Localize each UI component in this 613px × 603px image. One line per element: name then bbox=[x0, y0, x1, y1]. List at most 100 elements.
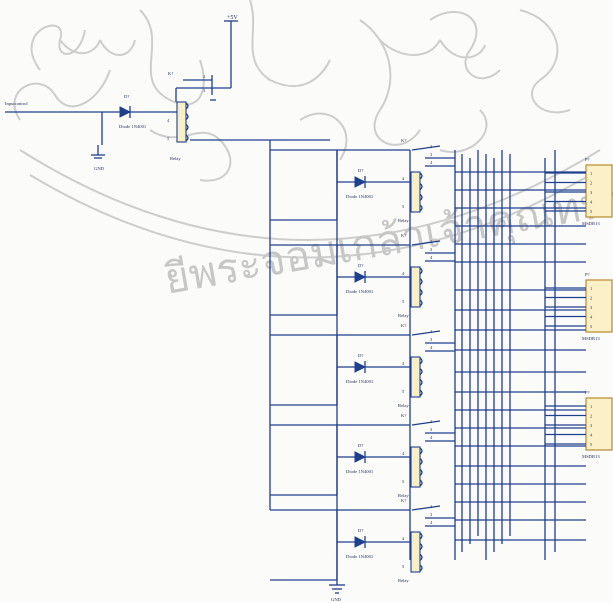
connector-part-3: MSDR13 bbox=[582, 454, 600, 459]
svg-text:4: 4 bbox=[402, 536, 405, 541]
svg-text:5: 5 bbox=[402, 564, 405, 569]
svg-text:4: 4 bbox=[430, 520, 433, 525]
supply-label: +5V bbox=[227, 15, 238, 21]
ground-label-top: GND bbox=[94, 166, 105, 171]
relay-label-3: Relay bbox=[398, 403, 409, 408]
svg-text:3: 3 bbox=[430, 337, 433, 342]
svg-text:K?: K? bbox=[401, 323, 406, 328]
svg-text:3: 3 bbox=[590, 190, 593, 195]
svg-text:3: 3 bbox=[430, 512, 433, 517]
relay-coil-1 bbox=[410, 171, 421, 213]
svg-text:5: 5 bbox=[402, 204, 405, 209]
diode-5 bbox=[354, 536, 367, 548]
svg-text:D?: D? bbox=[358, 263, 363, 268]
svg-text:4: 4 bbox=[402, 271, 405, 276]
svg-text:K?: K? bbox=[401, 138, 406, 143]
svg-text:2: 2 bbox=[430, 239, 432, 244]
svg-text:4: 4 bbox=[402, 361, 405, 366]
svg-text:2: 2 bbox=[430, 144, 432, 149]
input-label: Inputcontrol bbox=[5, 101, 28, 106]
ground-label-bottom: GND bbox=[331, 597, 342, 602]
interconnect-wiring bbox=[454, 150, 586, 560]
svg-text:5: 5 bbox=[402, 299, 405, 304]
relay-coil-5 bbox=[410, 531, 421, 573]
relay-top-label: Relay bbox=[170, 156, 181, 161]
svg-text:2: 2 bbox=[590, 414, 592, 419]
relay-coil-3 bbox=[410, 356, 421, 398]
diode-part-3: Diode 1N4001 bbox=[346, 379, 374, 384]
svg-text:4: 4 bbox=[430, 345, 433, 350]
svg-text:K?: K? bbox=[401, 498, 406, 503]
svg-text:3: 3 bbox=[590, 423, 593, 428]
svg-text:4: 4 bbox=[590, 200, 593, 205]
input-relay-section: +5V Inputcontrol GND K? D? Diode 1N4001Re… bbox=[5, 15, 330, 510]
svg-text:4: 4 bbox=[167, 118, 170, 123]
svg-text:4: 4 bbox=[590, 315, 593, 320]
svg-text:D?: D? bbox=[124, 94, 129, 99]
connector-body-2 bbox=[585, 279, 613, 333]
diode-top-part: Diode 1N4001 bbox=[119, 124, 147, 129]
svg-text:D?: D? bbox=[358, 353, 363, 358]
svg-text:5: 5 bbox=[167, 136, 170, 141]
svg-text:3: 3 bbox=[590, 305, 593, 310]
svg-text:2: 2 bbox=[590, 296, 592, 301]
diode-part-5: Diode 1N4001 bbox=[346, 554, 374, 559]
svg-text:P?: P? bbox=[585, 390, 590, 395]
svg-text:5: 5 bbox=[590, 209, 593, 214]
svg-text:5: 5 bbox=[590, 442, 593, 447]
svg-text:P?: P? bbox=[585, 272, 590, 277]
svg-text:K?: K? bbox=[401, 413, 406, 418]
svg-text:1: 1 bbox=[590, 286, 592, 291]
svg-text:K?: K? bbox=[168, 71, 173, 76]
relay-coil-top bbox=[176, 101, 187, 143]
svg-text:5: 5 bbox=[402, 479, 405, 484]
relay-label-1: Relay bbox=[398, 218, 409, 223]
relay-coil-4 bbox=[410, 446, 421, 488]
svg-text:3: 3 bbox=[430, 152, 433, 157]
svg-text:2: 2 bbox=[430, 504, 432, 509]
diode-4 bbox=[354, 451, 367, 463]
diode-3 bbox=[354, 361, 367, 373]
svg-text:4: 4 bbox=[430, 255, 433, 260]
svg-text:1: 1 bbox=[590, 171, 592, 176]
diode-part-1: Diode 1N4001 bbox=[346, 194, 374, 199]
svg-text:5: 5 bbox=[590, 324, 593, 329]
diode-part-4: Diode 1N4001 bbox=[346, 469, 374, 474]
svg-text:3: 3 bbox=[430, 247, 433, 252]
svg-text:2: 2 bbox=[590, 181, 592, 186]
svg-text:5: 5 bbox=[402, 389, 405, 394]
relay-label-5: Relay bbox=[398, 578, 409, 583]
relay-label-2: Relay bbox=[398, 313, 409, 318]
relay-coil-2 bbox=[410, 266, 421, 308]
relay-label-4: Relay bbox=[398, 493, 409, 498]
diode-top bbox=[119, 106, 132, 118]
connector-part-1: MSDR13 bbox=[582, 221, 600, 226]
ground-symbol-bottom: GND bbox=[329, 575, 345, 602]
svg-text:4: 4 bbox=[402, 176, 405, 181]
connector-body-1 bbox=[585, 164, 613, 218]
connector-body-3 bbox=[585, 397, 613, 451]
svg-text:4: 4 bbox=[402, 451, 405, 456]
svg-text:3: 3 bbox=[430, 427, 433, 432]
svg-text:D?: D? bbox=[358, 443, 363, 448]
svg-text:4: 4 bbox=[430, 160, 433, 165]
svg-text:P?: P? bbox=[585, 157, 590, 162]
university-seal-watermark: ยีพระจอมเกล้าเจ้าคุณทหารล bbox=[13, 0, 613, 306]
diode-part-2: Diode 1N4001 bbox=[346, 289, 374, 294]
svg-text:D?: D? bbox=[358, 168, 363, 173]
svg-text:2: 2 bbox=[430, 329, 432, 334]
svg-text:D?: D? bbox=[358, 528, 363, 533]
diode-2 bbox=[354, 271, 367, 283]
svg-text:1: 1 bbox=[590, 404, 592, 409]
svg-text:4: 4 bbox=[430, 435, 433, 440]
